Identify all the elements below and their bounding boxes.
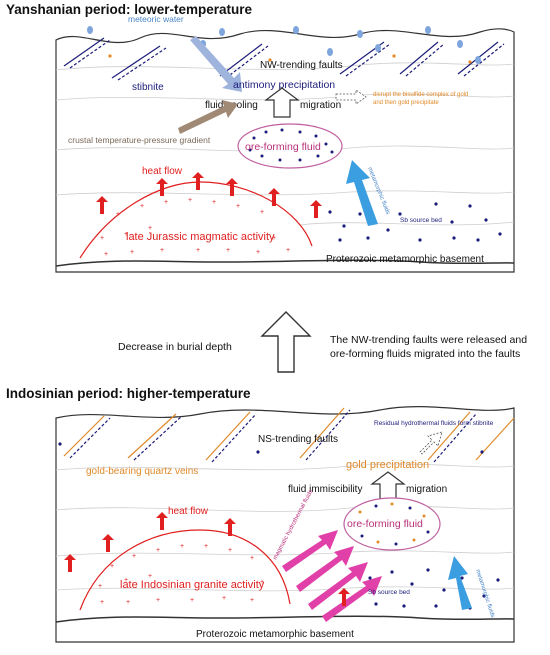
label-top-heat-flow: heat flow [142, 166, 183, 177]
svg-text:+: + [124, 577, 128, 584]
label-nw-released-1: The NW-trending faults were released and [330, 334, 527, 346]
svg-text:+: + [160, 247, 164, 254]
label-top-basement: Proterozoic metamorphic basement [326, 254, 484, 265]
label-top-sb-source: Sb source bed [400, 217, 442, 224]
svg-text:+: + [260, 579, 264, 586]
svg-text:+: + [190, 597, 194, 604]
bottom-sb-dots [368, 568, 500, 610]
top-magmatic-crosses: + + + + + + + + + + + + + + + + + + [100, 197, 290, 258]
svg-text:+: + [212, 199, 216, 206]
bottom-fault-dots [58, 442, 484, 454]
top-ore-fluid-dots [248, 128, 334, 162]
label-bottom-heat-flow: heat flow [168, 506, 209, 517]
label-meteoric-water: meteoric water [128, 14, 184, 24]
bottom-section-title: Indosinian period: higher-temperature [6, 386, 251, 401]
label-disrupt-1: disrupt the bisulfide complex of gold [373, 92, 468, 98]
top-strata [55, 62, 515, 226]
bottom-frame [55, 405, 515, 643]
svg-text:+: + [156, 547, 160, 554]
label-nw-released-2: ore-forming fluids migrated into the fau… [330, 348, 520, 360]
transition-section: Decrease in burial depth The NW-trending… [118, 311, 527, 373]
residual-arrow [419, 431, 443, 455]
disrupt-arrow [335, 89, 367, 105]
svg-text:+: + [104, 251, 108, 258]
meteoric-arrow [190, 36, 242, 92]
svg-text:+: + [204, 543, 208, 550]
bottom-granite-body [79, 529, 291, 611]
svg-text:+: + [116, 211, 120, 218]
label-ns-faults: NS-trending faults [258, 434, 338, 445]
label-fluid-immiscibility: fluid immiscibility [288, 484, 362, 495]
svg-text:+: + [188, 197, 192, 204]
svg-text:+: + [148, 225, 152, 232]
svg-text:+: + [100, 599, 104, 606]
magmatic-hydro-arrows [282, 530, 382, 622]
svg-text:+: + [156, 597, 160, 604]
svg-text:+: + [226, 247, 230, 254]
bottom-ns-faults [63, 407, 515, 463]
label-bottom-migration: migration [406, 484, 447, 495]
svg-text:+: + [228, 547, 232, 554]
svg-text:+: + [148, 573, 152, 580]
label-disrupt-2: and then gold precipitate [373, 100, 439, 106]
label-granite: late Indosinian granite activity [120, 579, 265, 591]
label-stibnite: stibnite [132, 82, 164, 93]
svg-text:+: + [100, 235, 104, 242]
svg-text:+: + [140, 203, 144, 210]
bottom-strata [55, 463, 515, 592]
label-top-migration: migration [300, 100, 341, 111]
top-sb-dots [328, 202, 502, 242]
svg-text:+: + [286, 247, 290, 254]
svg-text:+: + [164, 199, 168, 206]
meteoric-water-drops [87, 26, 481, 64]
label-residual: Residual hydrothermal fluids form stibni… [374, 420, 494, 427]
label-bottom-ore-fluid: ore-forming fluid [347, 518, 423, 530]
label-nw-faults: NW-trending faults [260, 60, 343, 71]
top-section-title: Yanshanian period: lower-temperature [6, 2, 253, 17]
label-top-magmatic: late Jurassic magmatic activity [126, 231, 275, 243]
label-gradient: crustal temperature-pressure gradient [68, 135, 211, 145]
svg-text:+: + [196, 247, 200, 254]
svg-text:+: + [110, 563, 114, 570]
svg-text:+: + [272, 235, 276, 242]
bottom-basement-boundary [55, 615, 515, 623]
svg-text:+: + [256, 249, 260, 256]
gradient-arrow [178, 100, 238, 134]
top-gold-dots [108, 54, 472, 64]
svg-text:+: + [180, 543, 184, 550]
top-migration-arrow [264, 87, 300, 118]
label-bottom-basement: Proterozoic metamorphic basement [196, 629, 354, 640]
bottom-ore-fluid-ellipse [343, 497, 441, 551]
svg-text:+: + [222, 595, 226, 602]
svg-text:+: + [126, 599, 130, 606]
svg-text:+: + [250, 597, 254, 604]
bottom-granite-crosses: + + + + + + + + + + + + + + + + + [98, 543, 264, 606]
bottom-migration-arrow [370, 471, 406, 501]
top-panel: meteoric water stibnite NW-trending faul… [55, 14, 515, 273]
label-antimony-precipitation: antimony precipitation [233, 79, 335, 91]
bottom-ore-fluid-dots [358, 502, 430, 546]
top-basement-boundary [55, 259, 515, 267]
label-quartz-veins: gold-bearing quartz veins [86, 466, 198, 477]
bottom-heat-flow-arrows [64, 512, 350, 606]
label-gold-precipitation: gold precipitation [346, 459, 429, 471]
bottom-panel: NS-trending faults Residual hydrothermal… [55, 405, 515, 643]
bottom-metamorphic-arrow [448, 556, 472, 610]
label-top-ore-fluid: ore-forming fluid [245, 141, 321, 153]
svg-text:+: + [132, 553, 136, 560]
svg-text:+: + [98, 583, 102, 590]
label-bottom-sb-source: Sb source bed [368, 589, 410, 596]
svg-text:+: + [260, 209, 264, 216]
svg-text:+: + [250, 555, 254, 562]
top-heat-flow-arrows [96, 172, 322, 218]
svg-text:+: + [130, 249, 134, 256]
svg-text:+: + [124, 231, 128, 238]
svg-text:+: + [236, 203, 240, 210]
top-metamorphic-arrow [346, 160, 378, 226]
label-decrease-burial: Decrease in burial depth [118, 341, 232, 353]
transition-arrow [260, 311, 312, 373]
